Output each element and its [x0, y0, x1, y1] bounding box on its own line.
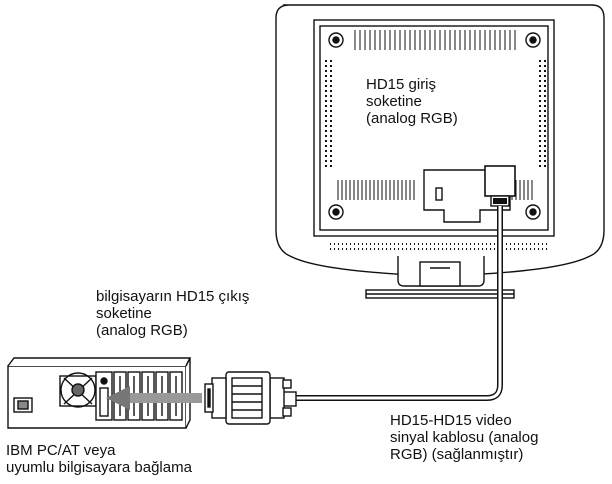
pc-side-connector	[204, 371, 297, 425]
cable-label: HD15-HD15 video sinyal kablosu (analog R…	[390, 412, 539, 463]
video-cable	[204, 165, 516, 425]
vent-top	[354, 30, 516, 50]
computer-label: IBM PC/AT veya uyumlu bilgisayara bağlam…	[6, 442, 192, 476]
vent-left	[325, 60, 332, 170]
direction-arrow	[106, 386, 202, 410]
monitor-rear	[275, 4, 605, 299]
monitor-input-label: HD15 giriş soketine (analog RGB)	[366, 76, 458, 127]
pc-output-label: bilgisayarın HD15 çıkış soketine (analog…	[96, 288, 250, 339]
vent-right	[539, 60, 546, 170]
vent-lower-left	[337, 180, 415, 200]
computer-rear	[7, 357, 192, 429]
vent-bottom	[330, 243, 548, 250]
